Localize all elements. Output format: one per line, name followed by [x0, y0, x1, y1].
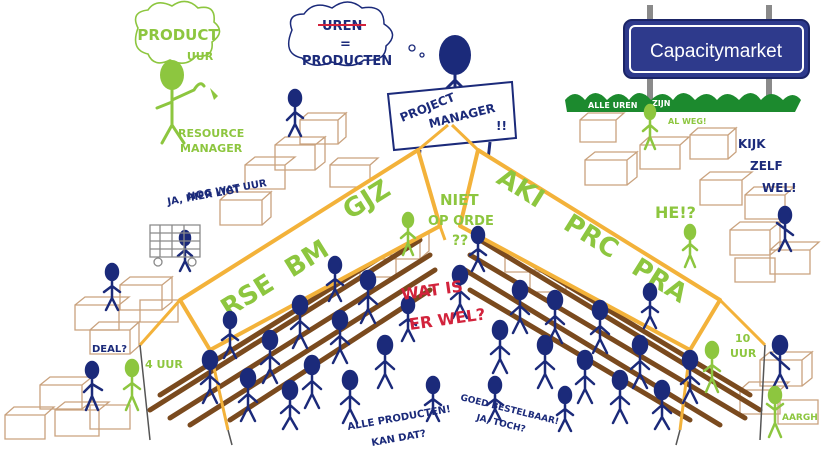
green-stick-figure	[702, 340, 722, 394]
stick-figure	[468, 225, 488, 273]
cart	[149, 224, 201, 267]
project-manager: UREN = PRODUCTEN PROJECT MANAGER !!	[287, 1, 518, 167]
stick-figure	[769, 334, 791, 390]
stick-figure	[423, 375, 443, 423]
speech-niet-1: NIET	[440, 191, 479, 209]
stick-figure	[82, 360, 104, 412]
resource-label-line2: MANAGER	[180, 142, 243, 155]
stick-figure	[609, 369, 631, 425]
stick-figure	[301, 354, 323, 410]
stick-figure	[285, 88, 305, 138]
stick-figure	[220, 310, 240, 360]
speech-vier-uur: 4 UUR	[145, 358, 183, 371]
stick-figure	[574, 349, 596, 405]
green-stick-figure	[641, 103, 659, 151]
project-thought-equals: =	[340, 37, 351, 52]
stick-figure	[325, 255, 345, 303]
stick-figure	[279, 379, 301, 431]
speech-niet-2: OP ORDE	[428, 214, 494, 229]
project-thought-cloud	[287, 1, 394, 67]
stick-figure	[534, 334, 556, 390]
green-stick-figure	[122, 358, 142, 412]
box-stack-top-right	[579, 112, 796, 220]
stick-figure	[679, 349, 701, 405]
green-stick-figure	[681, 223, 699, 269]
stick-figure	[629, 334, 651, 390]
green-stick-figure	[765, 385, 785, 439]
stick-figure	[489, 319, 511, 375]
stick-figure	[555, 385, 575, 433]
stick-figure	[199, 349, 221, 405]
speech-kijk-1: KIJK	[738, 137, 766, 151]
stick-figure	[374, 334, 396, 390]
resource-thought-cloud	[134, 0, 221, 64]
stick-figure	[357, 269, 379, 325]
resource-thought-line1: PRODUCT	[137, 26, 219, 44]
speech-aargh: AARGH	[782, 413, 818, 423]
stick-figure	[329, 309, 351, 365]
project-thought-result: PRODUCTEN	[302, 54, 392, 69]
resource-manager: PRODUCT UUR RESOURCE MANAGER	[134, 0, 244, 155]
capacitymarket-sign-text: Capacitymarket	[650, 41, 783, 62]
speech-alle-2: KAN DAT?	[371, 428, 427, 448]
green-stick-figure	[399, 211, 417, 257]
stick-figure	[398, 295, 418, 343]
box-stack-bottom-left	[4, 375, 131, 440]
speech-wat-is-2: ER WEL?	[408, 304, 487, 334]
speech-hier-ligt-2: NOG WAT UUR	[187, 178, 268, 203]
stick-figure	[651, 379, 673, 431]
speech-deal: DEAL?	[92, 344, 127, 355]
stick-figure	[259, 329, 281, 385]
resource-thought-line2: UUR	[187, 50, 214, 63]
speech-kijk-3: WEL!	[762, 181, 797, 195]
hedge-text-3: AL WEG!	[668, 117, 707, 126]
speech-tien-uur-2: UUR	[730, 347, 757, 360]
stick-figure	[289, 294, 311, 350]
green-figures	[122, 103, 785, 439]
speech-niet-3: ??	[452, 233, 468, 249]
stick-figure	[589, 299, 611, 355]
resource-label-line1: RESOURCE	[178, 127, 244, 140]
hedge-text-2: ZIJN	[652, 99, 670, 108]
stick-figure	[544, 289, 566, 345]
speech-he: HE!?	[655, 203, 696, 222]
project-sign-mark: !!	[496, 119, 507, 133]
capacitymarket-sign: Capacitymarket	[623, 5, 810, 110]
box-stack-left	[74, 275, 179, 355]
speech-kijk-2: ZELF	[750, 159, 783, 173]
box-stack-top-left	[219, 111, 380, 226]
stick-figure	[102, 262, 122, 312]
hedge: ALLE UREN ZIJN AL WEG!	[565, 93, 801, 126]
box-stack-bottom-right	[739, 350, 819, 425]
stick-figure	[509, 279, 531, 335]
stick-figure	[640, 282, 660, 330]
stick-figure	[449, 264, 471, 320]
stick-figure	[775, 205, 795, 253]
box-stack-right	[729, 220, 821, 283]
stick-figure	[485, 375, 505, 423]
project-thought-crossed: UREN	[322, 19, 362, 34]
stick-figure	[339, 369, 361, 425]
tent-left: RSE BM GJZ	[138, 123, 449, 446]
speech-tien-uur-1: 10	[735, 332, 751, 345]
speech-alle-1: ALLE PRODUCTEN!	[347, 404, 452, 433]
speech-wat-is-1: WAT IS	[400, 277, 464, 304]
hedge-text-1: ALLE UREN	[588, 101, 637, 110]
stick-figure	[237, 367, 259, 423]
tent-right: AKI PRC PRA	[450, 123, 767, 446]
